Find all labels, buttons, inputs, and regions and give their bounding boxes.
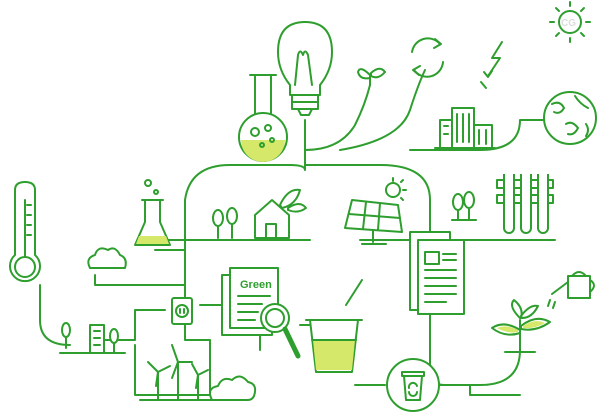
lightning-icon xyxy=(480,41,503,89)
thermometer-icon xyxy=(9,181,41,283)
sun-icon: CG xyxy=(549,1,591,43)
plant-icon xyxy=(491,299,551,353)
trees-icon xyxy=(61,191,477,353)
wind-turbines-icon xyxy=(139,344,215,401)
watering-can-icon xyxy=(547,271,595,309)
measuring-cup-icon xyxy=(305,279,363,373)
house-icon xyxy=(254,188,307,239)
cloud-icon xyxy=(209,375,257,401)
recycle-icon xyxy=(411,37,444,78)
magnifier-icon xyxy=(260,303,301,359)
lightbulb-icon xyxy=(277,21,333,116)
power-outlet-icon xyxy=(171,297,193,325)
recycle-bin-icon xyxy=(386,358,440,412)
test-tubes-icon xyxy=(494,174,556,241)
cloud-icon xyxy=(87,247,127,269)
solar-panel-icon xyxy=(344,177,407,245)
green-document-label: Green xyxy=(240,279,272,291)
document-icon xyxy=(409,231,465,315)
beaker-flask-icon xyxy=(134,179,171,246)
buildings-icon xyxy=(434,107,496,149)
globe-icon xyxy=(543,91,597,145)
watermark-text: CG xyxy=(561,18,576,29)
flask-icon xyxy=(238,74,288,162)
small-building-icon xyxy=(59,324,126,354)
sprout-icon xyxy=(357,67,386,86)
